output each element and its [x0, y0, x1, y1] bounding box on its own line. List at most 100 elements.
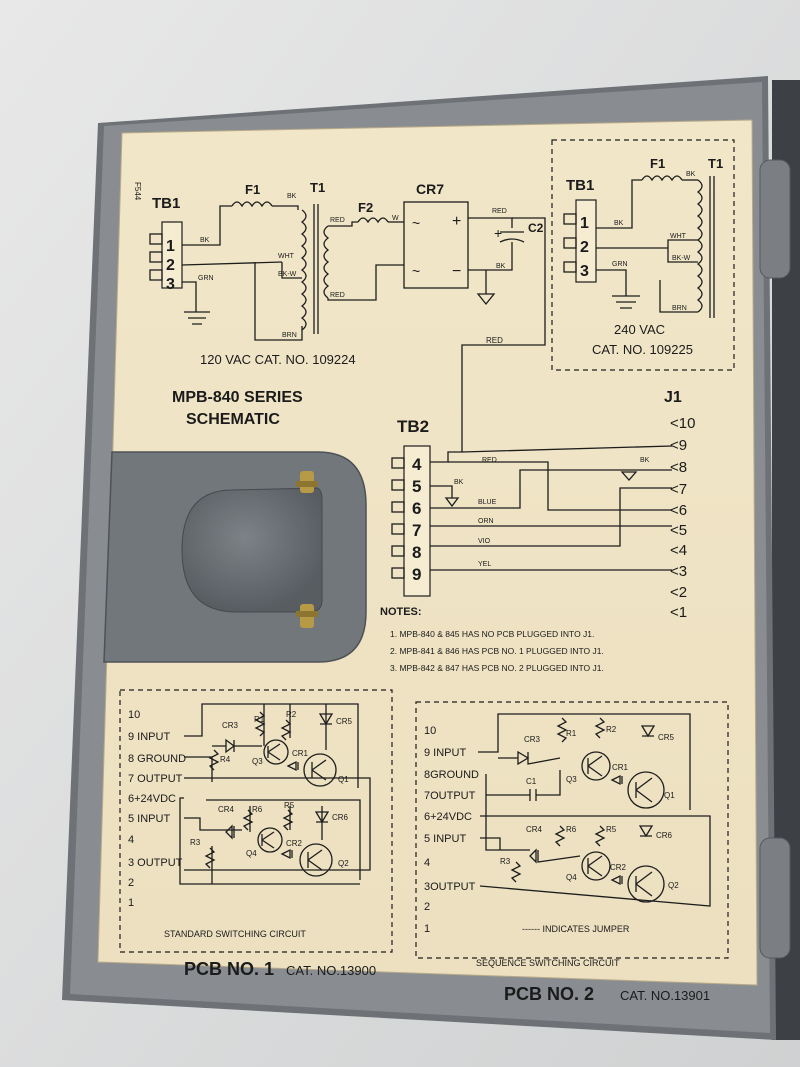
- pcb1-q4: [257, 827, 283, 853]
- pcb2-pin-4: 4: [424, 857, 430, 869]
- tb1-label: TB1: [152, 195, 180, 212]
- pcb2-cr6: CR6: [656, 831, 673, 840]
- wire-red-2: RED: [330, 292, 345, 299]
- c2-label: C2: [528, 221, 544, 235]
- pcb2-jumper-note: ------ INDICATES JUMPER: [522, 924, 630, 934]
- right-supply-border: [551, 139, 735, 371]
- screw-bottom: [296, 604, 318, 628]
- right-power-supply: TB1 1 2 3 F1 T1 BK BK WHT BK-W GRN BRN 2…: [551, 139, 735, 371]
- pcb2-pin-7: 7OUTPUT: [424, 790, 476, 802]
- tb2-block: [403, 445, 431, 597]
- pcb2-pin-9: 9 INPUT: [424, 747, 466, 759]
- tb2-wire-vio: VIO: [478, 538, 491, 545]
- right-transformer-t1: [696, 176, 715, 318]
- j1-pin-6: <6: [670, 502, 687, 519]
- pcb2-cr3: CR3: [524, 735, 541, 744]
- c2-plus: +: [494, 225, 502, 241]
- wire-red-3: RED: [492, 208, 507, 215]
- svg-text:~: ~: [412, 215, 420, 231]
- schematic-title-2: SCHEMATIC: [186, 411, 280, 428]
- tb2-term-5: 5: [412, 477, 421, 496]
- pcb1-r3: R3: [190, 838, 201, 847]
- pcb1-pin-10: 10: [128, 709, 140, 721]
- pcb1-pin-1: 1: [128, 897, 134, 909]
- screw-top: [296, 471, 318, 493]
- schematic-title-1: MPB-840 SERIES: [172, 389, 303, 406]
- pcb1-pin-8: 8 GROUND: [128, 753, 186, 765]
- pcb1-title: PCB NO. 1: [184, 959, 274, 979]
- tb2-term-4: 4: [412, 455, 422, 474]
- left-power-supply: F544 TB1 1 2 3 F1 BK BK WHT GRN BK-W BRN…: [133, 180, 546, 452]
- pcb2-q3: [581, 751, 611, 781]
- f2-label: F2: [358, 200, 373, 215]
- pcb1-r6: R6: [252, 805, 263, 814]
- tb1-right-term-1: 1: [580, 215, 589, 232]
- wire-bk-2: BK: [287, 193, 297, 200]
- wire-bkw: BK-W: [278, 271, 297, 278]
- note-2: 2. MPB-841 & 846 HAS PCB NO. 1 PLUGGED I…: [390, 646, 604, 656]
- pcb1-pin-9: 9 INPUT: [128, 731, 170, 743]
- wire-bk-3: BK: [496, 263, 506, 270]
- tb2-term-7: 7: [412, 521, 421, 540]
- pcb2-q4-label: Q4: [566, 873, 577, 882]
- pcb1-pin-5: 5 INPUT: [128, 813, 170, 825]
- right-f1-label: F1: [650, 156, 665, 171]
- tb2-label: TB2: [397, 417, 429, 436]
- j1-pin-1: <1: [670, 604, 687, 621]
- right-caption-2: CAT. NO. 109225: [592, 342, 693, 357]
- pcb1-cr4: CR4: [218, 805, 235, 814]
- wire-wht: WHT: [278, 253, 295, 260]
- pcb2-pin-8: 8GROUND: [424, 769, 479, 781]
- pcb2-pin-5: 5 INPUT: [424, 833, 466, 845]
- pcb1-border: [119, 689, 393, 953]
- wire-brn: BRN: [282, 332, 297, 339]
- hinge-top: [759, 159, 791, 279]
- f1-label: F1: [245, 182, 260, 197]
- pcb1-cr6: CR6: [332, 813, 349, 822]
- pcb2-r6: R6: [566, 825, 577, 834]
- pcb2-border: [415, 701, 729, 959]
- pcb2-q1-label: Q1: [664, 791, 675, 800]
- pcb1-r1: R1: [254, 715, 265, 724]
- notes: NOTES: 1. MPB-840 & 845 HAS NO PCB PLUGG…: [380, 606, 604, 673]
- tb2-wire-blue: BLUE: [478, 499, 497, 506]
- cr7-label: CR7: [416, 181, 444, 197]
- pcb2-title: PCB NO. 2: [504, 984, 594, 1004]
- note-3: 3. MPB-842 & 847 HAS PCB NO. 2 PLUGGED I…: [390, 663, 604, 673]
- pcb2-r2: R2: [606, 725, 617, 734]
- pcb1-diagram: 10 9 INPUT 8 GROUND 7 OUTPUT 6+24VDC 5 I…: [119, 689, 393, 979]
- t1-label: T1: [310, 180, 325, 195]
- note-1: 1. MPB-840 & 845 HAS NO PCB PLUGGED INTO…: [390, 629, 594, 639]
- tb2-wire-yel: YEL: [478, 561, 491, 568]
- cr7-rectifier: [403, 201, 469, 289]
- pcb1-cr2: CR2: [286, 839, 303, 848]
- pcb2-cr5: CR5: [658, 733, 675, 742]
- pcb1-pin-6: 6+24VDC: [128, 793, 176, 805]
- pcb2-q4: [581, 851, 611, 881]
- cr7-minus: −: [452, 263, 461, 280]
- right-caption-1: 240 VAC: [614, 322, 665, 337]
- pcb2-pin-6: 6+24VDC: [424, 811, 472, 823]
- pcb2-c1: C1: [526, 777, 537, 786]
- right-t1-label: T1: [708, 156, 723, 171]
- pcb1-cr5: CR5: [336, 717, 353, 726]
- pcb2-q1: [627, 771, 665, 809]
- pcb1-cat: CAT. NO.13900: [286, 963, 376, 978]
- pcb1-r5: R5: [284, 801, 295, 810]
- mounting-dome: [181, 487, 323, 613]
- corner-mark: F544: [133, 182, 142, 201]
- pcb1-pin-2: 2: [128, 877, 134, 889]
- cr7-plus: +: [452, 213, 461, 230]
- pcb1-q2: [299, 843, 333, 877]
- notes-heading: NOTES:: [380, 606, 422, 618]
- right-wire-bk: BK: [614, 220, 624, 227]
- tb1-right-term-3: 3: [580, 263, 589, 280]
- right-wire-brn: BRN: [672, 305, 687, 312]
- hinge-bottom: [759, 837, 791, 959]
- pcb2-pin-2: 2: [424, 901, 430, 913]
- pcb1-q3: [263, 739, 289, 765]
- pcb2-r5: R5: [606, 825, 617, 834]
- pcb2-cr1: CR1: [612, 763, 629, 772]
- pcb2-q3-label: Q3: [566, 775, 577, 784]
